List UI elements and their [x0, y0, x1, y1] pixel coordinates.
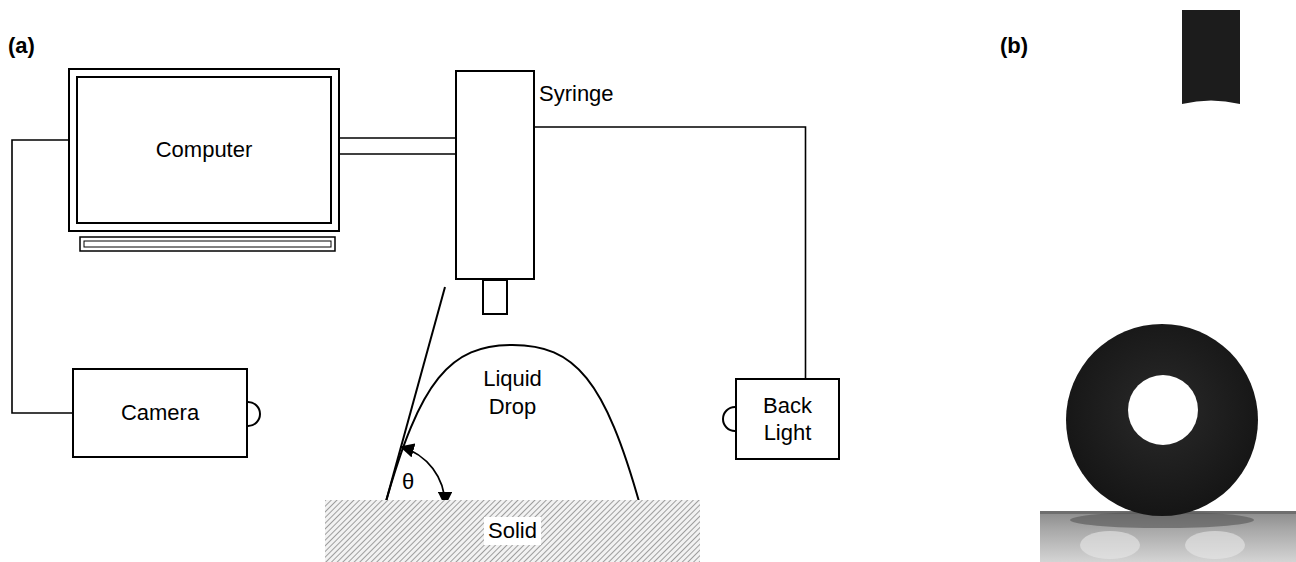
node-text: Liquid Drop — [483, 365, 542, 420]
signal-wire — [340, 153, 455, 155]
keyboard-inner — [84, 241, 331, 247]
photo-drop — [1066, 324, 1258, 516]
signal-wire — [340, 137, 455, 139]
signal-wire — [535, 127, 806, 378]
photo-substrate — [1040, 512, 1296, 562]
node-text: Camera — [121, 399, 199, 427]
node-text: Solid — [484, 517, 541, 545]
camera-lens — [248, 402, 260, 426]
drop-curve — [385, 345, 640, 505]
syringe-body: Syringe — [455, 70, 535, 280]
syringe-nozzle — [483, 280, 507, 314]
angle-symbol: θ — [402, 470, 414, 494]
light-lens — [723, 407, 735, 431]
drop-photo — [1040, 10, 1296, 562]
solid-substrate: Solid — [325, 500, 700, 562]
panel-label: (a) — [8, 34, 35, 58]
keyboard-bar — [80, 237, 335, 251]
back-light-box: Back Light — [735, 378, 840, 460]
node-text: Syringe — [539, 80, 614, 108]
photo-needle — [1182, 10, 1240, 104]
panel-label: (b) — [1000, 34, 1028, 58]
substrate-glare — [1185, 531, 1245, 559]
hatch-area — [325, 500, 700, 562]
drop-highlight — [1128, 375, 1198, 445]
node-text: Back Light — [763, 392, 812, 447]
camera-box: Camera — [72, 368, 248, 458]
node-text: Computer — [156, 136, 253, 164]
computer-monitor: Computer — [68, 68, 340, 232]
substrate-glare — [1080, 531, 1140, 559]
signal-wire — [12, 140, 72, 413]
liquid-drop: Liquid Drop — [385, 345, 640, 505]
angle-arc — [401, 447, 445, 505]
